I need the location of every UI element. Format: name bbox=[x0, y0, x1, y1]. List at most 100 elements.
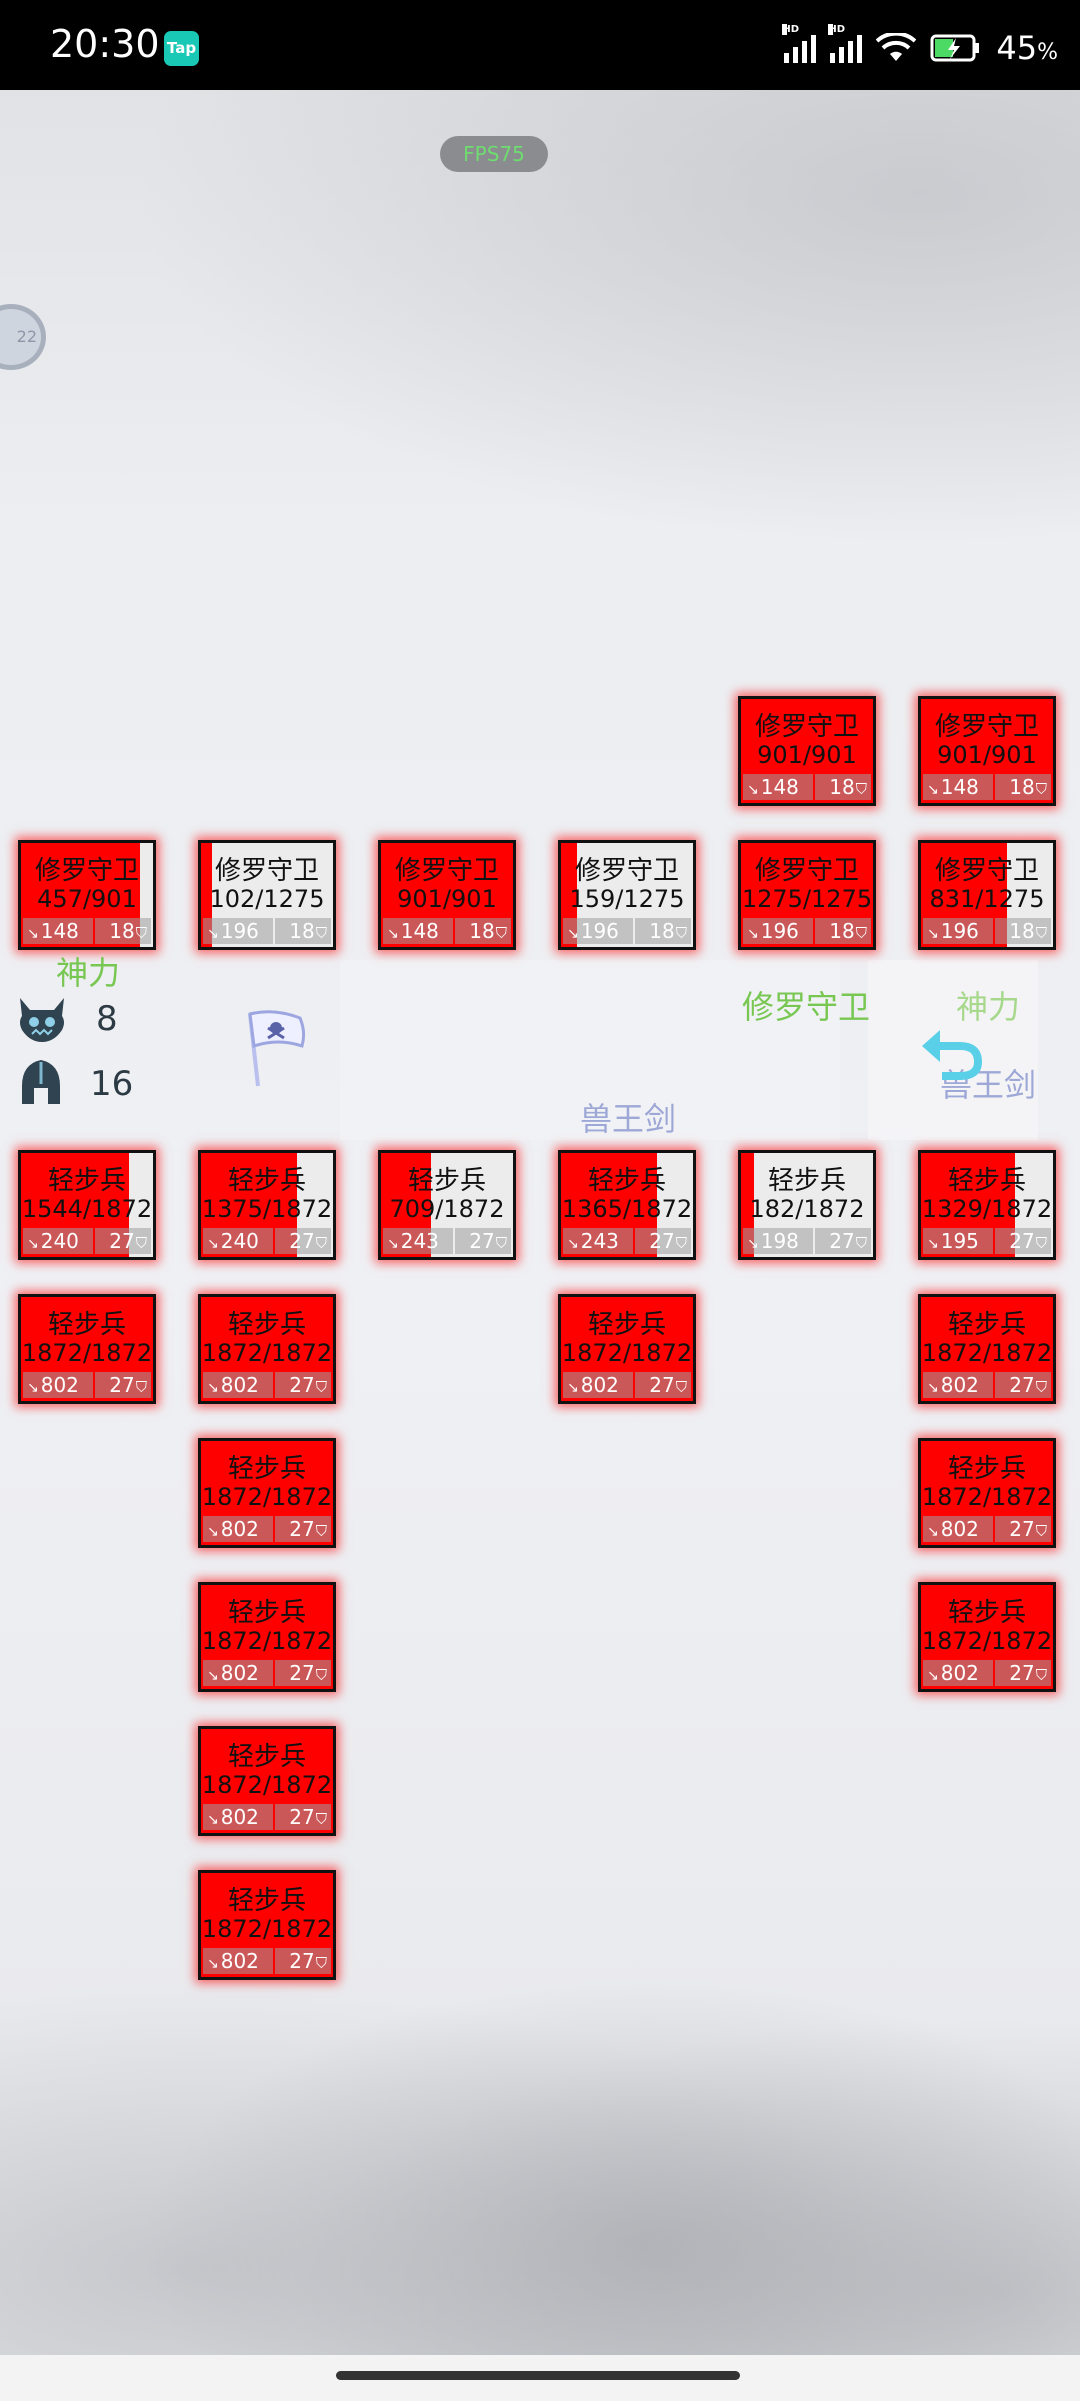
defense-stat: 27⛉ bbox=[635, 1372, 691, 1398]
defense-stat: 27⛉ bbox=[995, 1228, 1051, 1254]
unit-name: 轻步兵 bbox=[947, 1598, 1026, 1628]
unit-hp: 457/901 bbox=[37, 885, 137, 913]
attack-value: 802 bbox=[220, 1373, 259, 1397]
defense-value: 27 bbox=[1009, 1373, 1035, 1397]
attack-value: 802 bbox=[220, 1661, 259, 1685]
attack-value: 148 bbox=[760, 775, 799, 799]
attack-stat: ↘802 bbox=[923, 1516, 993, 1542]
unit-hp: 1872/1872 bbox=[921, 1339, 1053, 1367]
shield-icon: ⛉ bbox=[495, 924, 507, 942]
unit-hp: 1872/1872 bbox=[561, 1339, 693, 1367]
attack-stat: ↘196 bbox=[923, 918, 993, 944]
defense-value: 27 bbox=[829, 1229, 855, 1253]
unit-name: 轻步兵 bbox=[587, 1310, 666, 1340]
defense-value: 18 bbox=[1009, 919, 1035, 943]
home-indicator[interactable] bbox=[336, 2371, 740, 2380]
defense-stat: 27⛉ bbox=[275, 1948, 331, 1974]
shield-icon: ⛉ bbox=[675, 1378, 687, 1396]
attack-stat: ↘196 bbox=[563, 918, 633, 944]
attack-value: 802 bbox=[40, 1373, 79, 1397]
shield-icon: ⛉ bbox=[1035, 780, 1047, 798]
power-skill-label: 神力 bbox=[956, 988, 1021, 1026]
unit-hp: 102/1275 bbox=[209, 885, 325, 913]
shield-icon: ⛉ bbox=[315, 1954, 327, 1972]
sword-icon: ↘ bbox=[207, 1956, 219, 1972]
unit-hp: 901/901 bbox=[397, 885, 497, 913]
stat-demon: 8 bbox=[14, 994, 118, 1044]
battery-charging-icon bbox=[930, 34, 980, 62]
undo-arrow-icon[interactable] bbox=[918, 1024, 984, 1080]
defense-value: 18 bbox=[109, 919, 135, 943]
unit-name: 轻步兵 bbox=[947, 1454, 1026, 1484]
sword-icon: ↘ bbox=[207, 1236, 219, 1252]
unit-name: 轻步兵 bbox=[227, 1886, 306, 1916]
unit-name: 轻步兵 bbox=[47, 1166, 126, 1196]
unit-name: 轻步兵 bbox=[947, 1166, 1026, 1196]
defense-value: 27 bbox=[109, 1229, 135, 1253]
defense-stat: 18⛉ bbox=[95, 918, 151, 944]
unit-hp: 1872/1872 bbox=[201, 1483, 333, 1511]
shield-icon: ⛉ bbox=[1035, 1522, 1047, 1540]
attack-value: 240 bbox=[40, 1229, 79, 1253]
attack-stat: ↘148 bbox=[923, 774, 993, 800]
unit-hp: 1275/1275 bbox=[741, 885, 873, 913]
pirate-flag-icon[interactable] bbox=[240, 1008, 312, 1088]
attack-value: 802 bbox=[220, 1517, 259, 1541]
shield-icon: ⛉ bbox=[135, 1378, 147, 1396]
shield-icon: ⛉ bbox=[1035, 924, 1047, 942]
defense-stat: 18⛉ bbox=[815, 774, 871, 800]
unit-hp: 182/1872 bbox=[749, 1195, 865, 1223]
sword-icon: ↘ bbox=[207, 1668, 219, 1684]
signal-2-icon: HD bbox=[828, 24, 863, 63]
hp-bar-fill bbox=[201, 843, 212, 947]
shield-icon: ⛉ bbox=[855, 780, 867, 798]
unit-name: 轻步兵 bbox=[767, 1166, 846, 1196]
defense-stat: 27⛉ bbox=[275, 1228, 331, 1254]
attack-stat: ↘802 bbox=[203, 1660, 273, 1686]
attack-value: 243 bbox=[400, 1229, 439, 1253]
shield-icon: ⛉ bbox=[1035, 1666, 1047, 1684]
attack-value: 148 bbox=[940, 775, 979, 799]
unit-name: 轻步兵 bbox=[47, 1310, 126, 1340]
defense-stat: 27⛉ bbox=[995, 1516, 1051, 1542]
status-icons: HD HD 45% bbox=[782, 24, 1058, 70]
defense-value: 27 bbox=[1009, 1661, 1035, 1685]
defense-value: 18 bbox=[649, 919, 675, 943]
attack-value: 802 bbox=[580, 1373, 619, 1397]
defense-stat: 18⛉ bbox=[815, 918, 871, 944]
unit-hp: 1375/1872 bbox=[201, 1195, 333, 1223]
unit-name: 修罗守卫 bbox=[934, 712, 1039, 742]
unit-hp: 1872/1872 bbox=[201, 1771, 333, 1799]
attack-value: 802 bbox=[220, 1949, 259, 1973]
shield-icon: ⛉ bbox=[675, 924, 687, 942]
unit-hp: 831/1275 bbox=[929, 885, 1045, 913]
defense-stat: 27⛉ bbox=[275, 1516, 331, 1542]
sword-icon: ↘ bbox=[207, 1524, 219, 1540]
demon-count: 8 bbox=[96, 999, 118, 1039]
